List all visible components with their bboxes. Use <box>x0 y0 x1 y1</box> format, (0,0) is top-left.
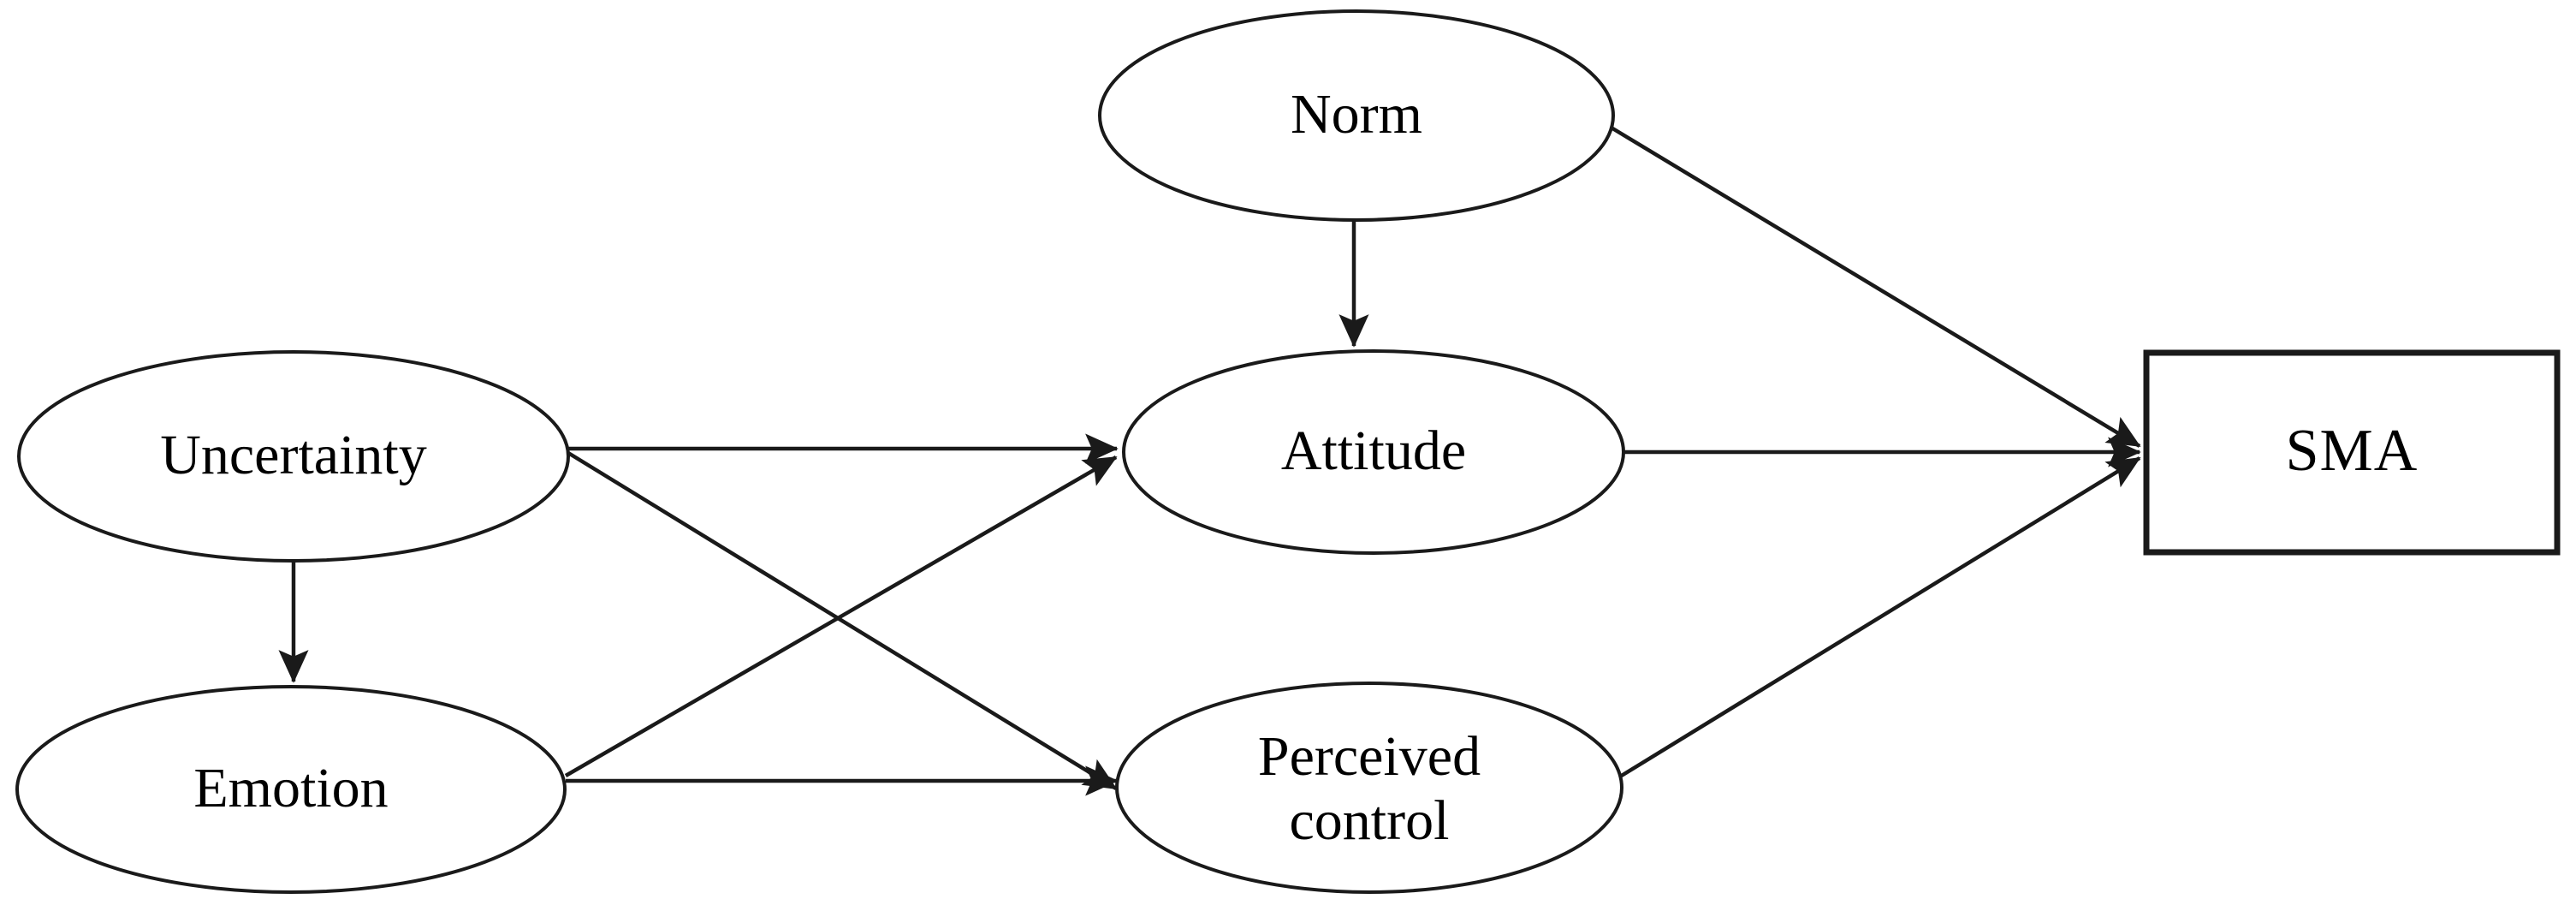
perceived-control-ellipse <box>1115 682 1623 894</box>
node-sma[interactable]: SMA <box>2143 349 2561 556</box>
uncertainty-ellipse <box>17 350 570 563</box>
attitude-ellipse <box>1122 349 1625 555</box>
node-emotion[interactable]: Emotion <box>15 685 567 894</box>
edge-emotion-to-attitude <box>564 455 1118 777</box>
edge-group <box>278 125 2141 796</box>
node-uncertainty[interactable]: Uncertainty <box>17 350 570 563</box>
emotion-label: Emotion <box>193 757 388 819</box>
node-attitude[interactable]: Attitude <box>1122 349 1625 555</box>
perceived-control-label-line1: Perceived <box>1258 725 1481 788</box>
attitude-label: Attitude <box>1281 420 1466 482</box>
sma-rectangle <box>2143 349 2561 556</box>
emotion-ellipse <box>15 685 567 894</box>
perceived-control-label-line2: control <box>1290 789 1450 852</box>
node-norm[interactable]: Norm <box>1098 9 1615 222</box>
edge-norm-to-sma <box>1608 125 2141 448</box>
norm-ellipse <box>1098 9 1615 222</box>
node-perceived-control[interactable]: Perceived control <box>1115 682 1623 894</box>
sma-label: SMA <box>2286 418 2419 484</box>
uncertainty-label: Uncertainty <box>160 424 427 486</box>
edge-uncertainty-to-perceived-control <box>567 451 1118 790</box>
edge-perceived-control-to-sma <box>1618 456 2141 778</box>
norm-label: Norm <box>1291 83 1422 146</box>
